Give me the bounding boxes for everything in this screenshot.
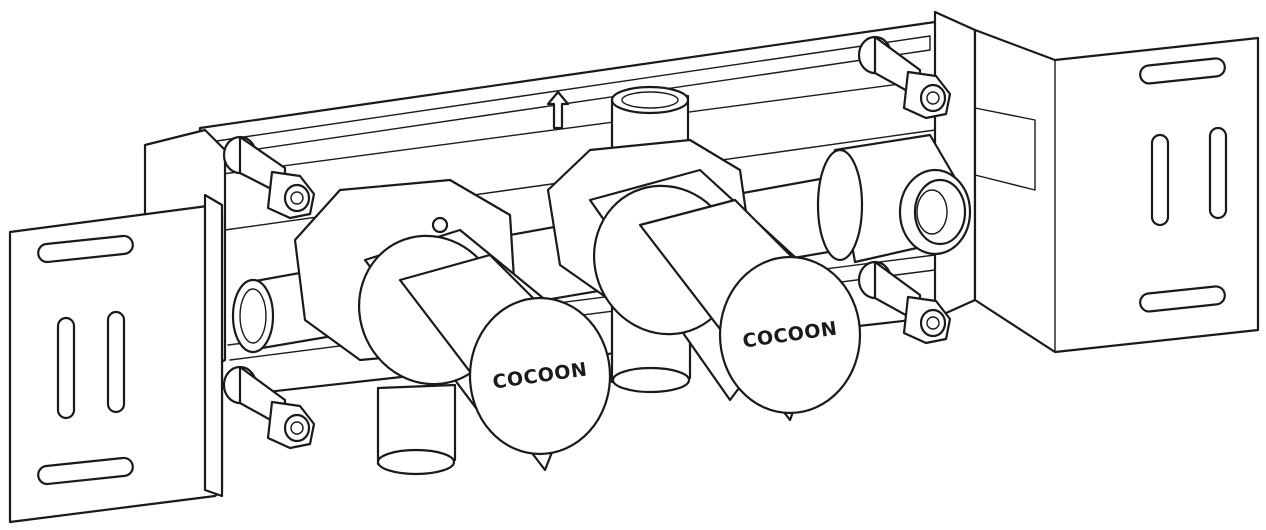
set-screw — [431, 216, 449, 234]
left-inlet — [231, 278, 275, 354]
bracket-slot — [1208, 126, 1228, 220]
stud-bottom-right — [857, 260, 952, 345]
left-handle-cap — [468, 296, 612, 456]
up-arrow-icon — [546, 90, 570, 130]
stud-top-left — [222, 135, 316, 220]
bracket-slot — [37, 456, 134, 486]
bracket-slot — [1139, 285, 1226, 313]
right-mounting-bracket — [933, 10, 1260, 354]
top-outlet — [610, 85, 690, 115]
bracket-slot — [106, 310, 126, 414]
left-mounting-bracket — [8, 193, 224, 524]
bracket-slot — [37, 234, 134, 264]
right-outlet — [816, 133, 972, 264]
stud-bottom-left — [222, 365, 316, 450]
bracket-slot — [56, 316, 76, 420]
bracket-slot — [1139, 57, 1226, 85]
left-valve-body: COCOON — [293, 178, 612, 476]
right-valve-body: COCOON — [546, 85, 862, 422]
bracket-slot — [1150, 133, 1170, 227]
right-handle-cap — [718, 255, 862, 415]
stud-top-right — [857, 35, 952, 120]
